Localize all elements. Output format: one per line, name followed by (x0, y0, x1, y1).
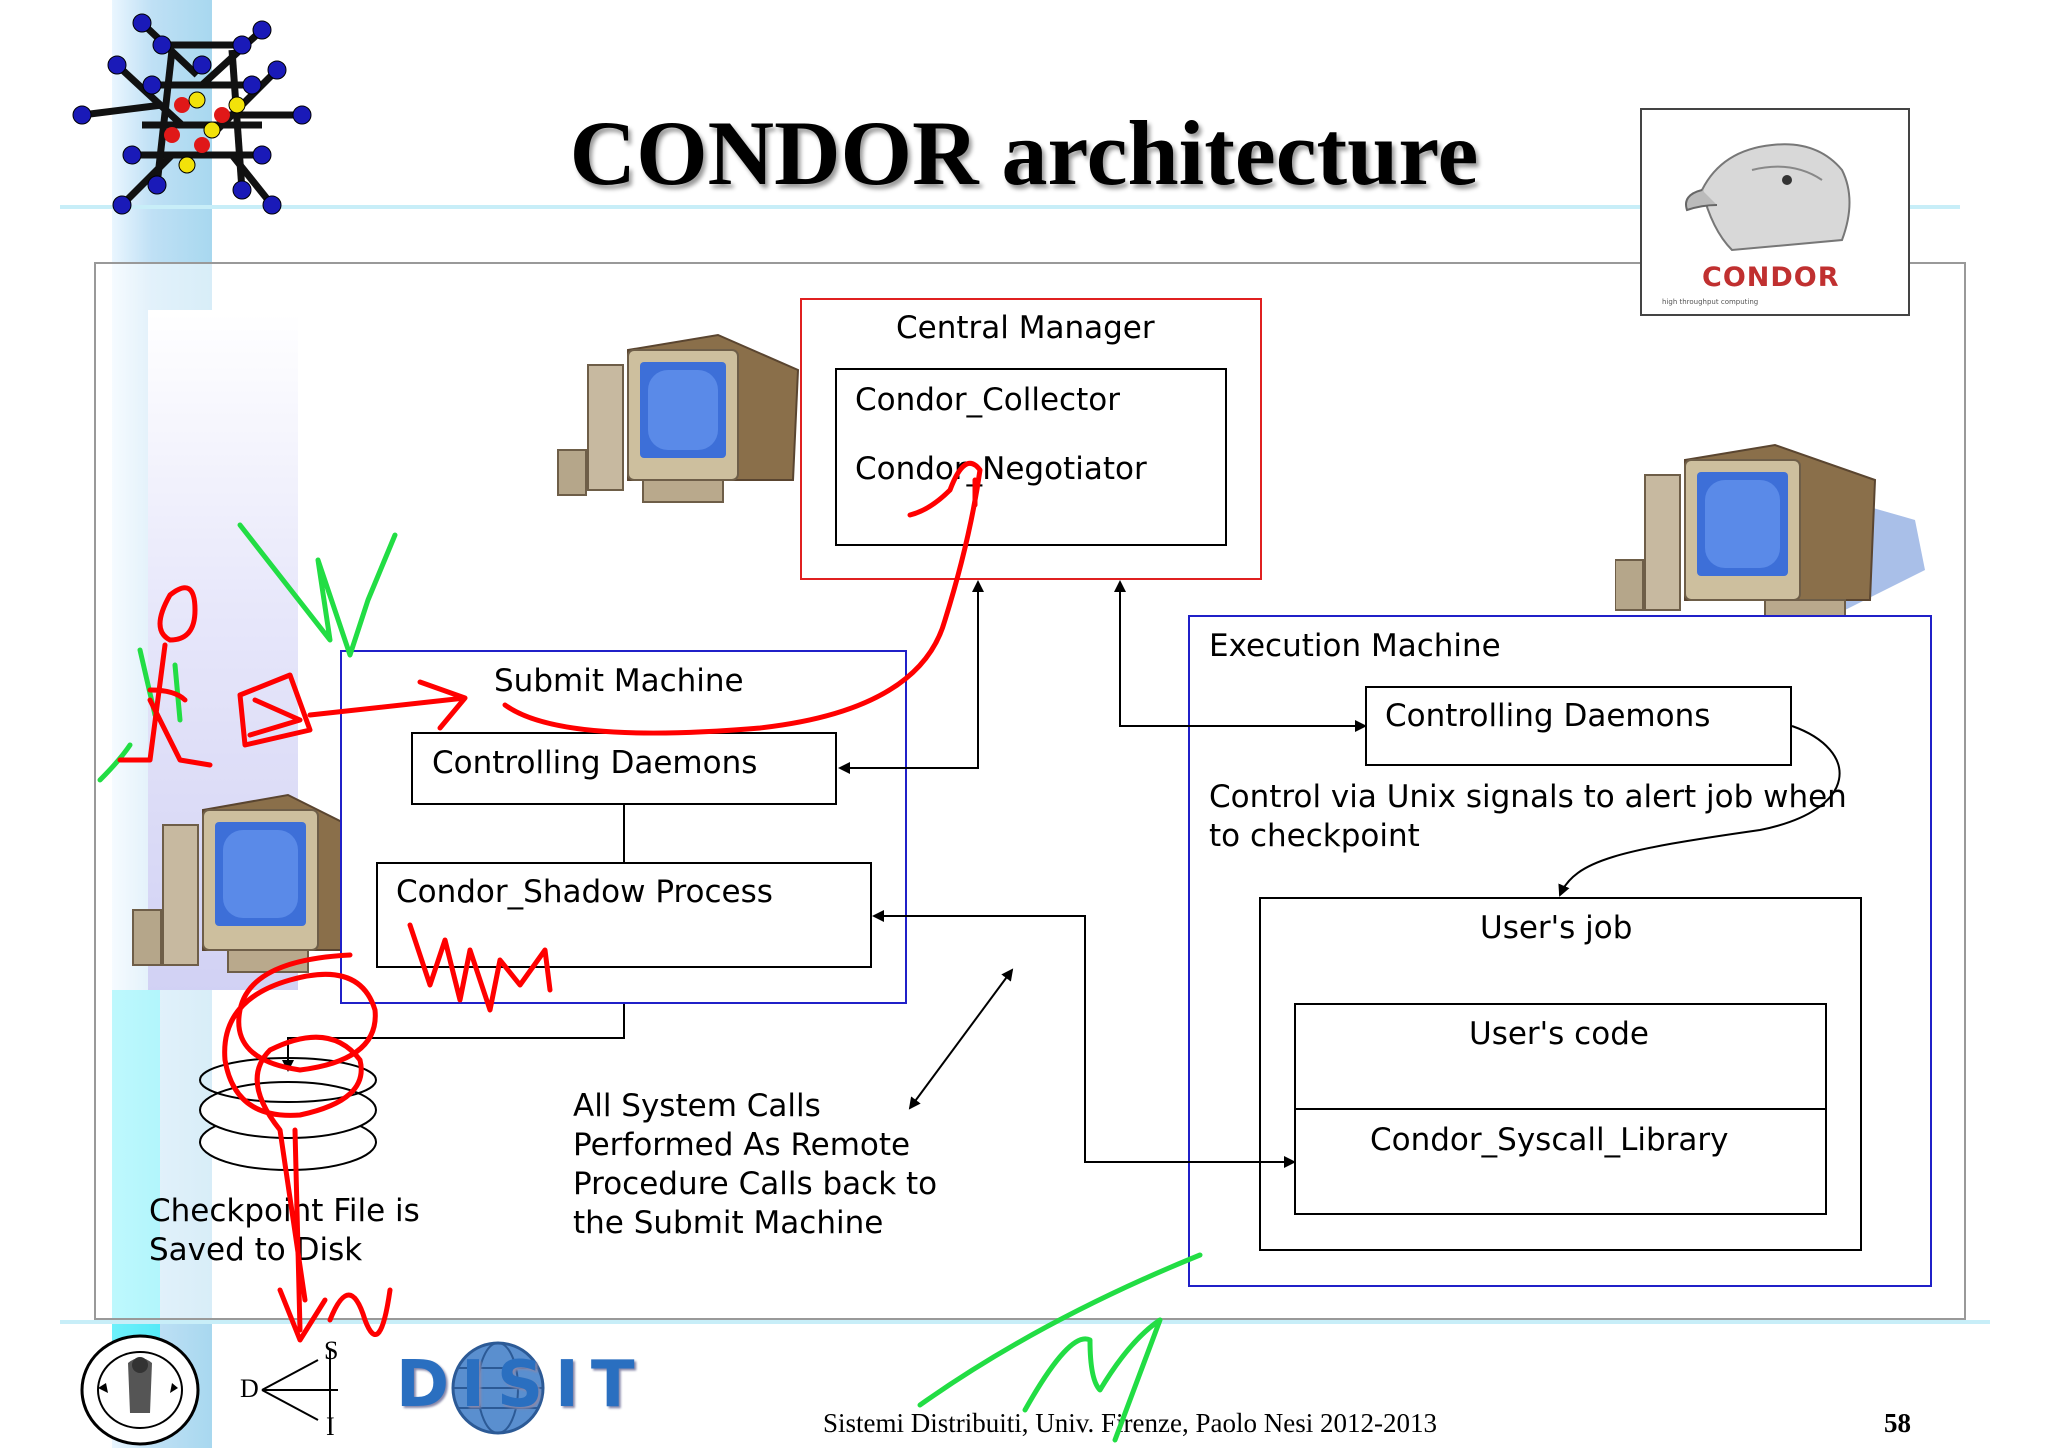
decor-horizontal-line-top (60, 205, 1960, 209)
red-stick-figure (117, 585, 213, 768)
arrow-syscalls-diagonal (908, 968, 1014, 1110)
slide-title: CONDOR architecture (569, 102, 1479, 204)
users-code-divider (1294, 1108, 1827, 1110)
red-arrow-to-submit (307, 679, 468, 731)
red-arrow-down (277, 1127, 393, 1343)
red-spiral-disk (222, 952, 378, 1303)
red-curve-to-negotiator (502, 460, 983, 736)
checkpoint-disk-icon (199, 1057, 377, 1171)
arrow-daemons-to-job (1558, 725, 1841, 897)
red-scribble-shadow (407, 922, 553, 1013)
submit-daemons-box (411, 732, 837, 805)
condor-collector-label: Condor_Collector (855, 382, 1120, 418)
condor-bird-icon (1685, 143, 1851, 252)
arrow-submit-to-central (838, 580, 984, 774)
central-manager-title: Central Manager (896, 310, 1155, 346)
university-seal-icon (80, 1334, 200, 1446)
arrow-central-to-execution (1114, 580, 1367, 732)
execution-daemons-box (1365, 686, 1792, 766)
disit-logo-text: DISIT (396, 1348, 647, 1422)
computer-icon (557, 333, 800, 503)
dsi-logo-i: I (326, 1412, 335, 1441)
green-scribble-top (237, 522, 398, 658)
disit-logo: DISIT (396, 1336, 635, 1436)
molecule-logo (72, 13, 312, 215)
decor-horizontal-line-bottom (60, 1320, 1990, 1324)
dsi-logo-s: S (324, 1336, 339, 1365)
computer-icon (1615, 443, 1925, 623)
condor-logo-text: CONDOR (1702, 262, 1840, 293)
condor-logo: CONDOR high throughput computing (1640, 108, 1910, 316)
dsi-logo: D S I (238, 1336, 348, 1441)
central-manager-inner-box (835, 368, 1227, 546)
red-job-sheet (237, 672, 313, 748)
green-scribble-bottom (917, 1252, 1203, 1443)
users-job-label: User's job (1480, 910, 1633, 946)
slide-footer: Sistemi Distribuiti, Univ. Firenze, Paol… (823, 1408, 1437, 1438)
shadow-process-box (376, 862, 872, 968)
syscalls-note: All System Calls Performed As Remote Pro… (573, 1088, 938, 1241)
execution-daemons-label: Controlling Daemons (1385, 698, 1711, 734)
line-shadow-to-disk (282, 1004, 625, 1072)
dsi-logo-d: D (240, 1374, 259, 1403)
condor-logo-tagline: high throughput computing (1662, 298, 1759, 306)
shadow-process-label: Condor_Shadow Process (396, 874, 773, 910)
condor-negotiator-label: Condor_Negotiator (855, 451, 1147, 487)
users-code-label: User's code (1469, 1016, 1649, 1052)
submit-machine-title: Submit Machine (494, 663, 744, 699)
page-number: 58 (1884, 1408, 1911, 1438)
syscall-library-label: Condor_Syscall_Library (1370, 1122, 1729, 1158)
submit-daemons-label: Controlling Daemons (432, 745, 758, 781)
unix-signals-note: Control via Unix signals to alert job wh… (1209, 779, 1847, 854)
arrow-shadow-to-syscall (872, 910, 1296, 1168)
